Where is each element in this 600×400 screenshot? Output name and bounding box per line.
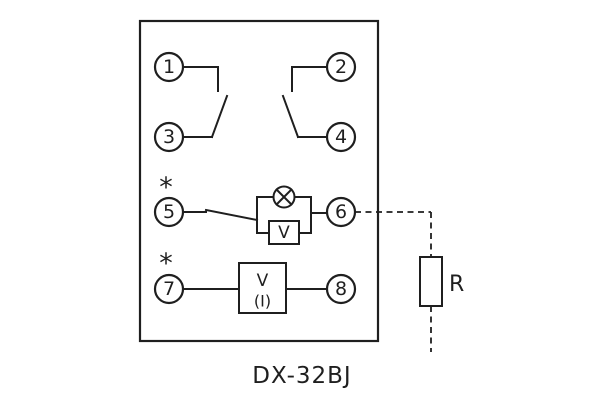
terminal-8-circle <box>325 273 357 305</box>
meter-branch: V (I) <box>182 262 328 314</box>
polarity-mark-terminal-5: * <box>159 172 173 203</box>
voltage-coil-label: V <box>278 223 290 243</box>
voltage-coil-box: V <box>268 220 300 245</box>
terminal-4: 4 <box>325 121 357 153</box>
terminal-1-label: 1 <box>163 56 175 78</box>
lamp-icon <box>272 185 296 209</box>
terminal-6-circle <box>325 196 357 228</box>
terminal-6-label: 6 <box>335 201 347 223</box>
relay-outline <box>138 19 380 343</box>
terminal-2-circle <box>325 51 357 83</box>
contact-blade-5 <box>204 208 259 222</box>
terminal-7-circle <box>153 273 185 305</box>
terminal-5-circle <box>153 196 185 228</box>
contact-blade-2-4 <box>281 94 300 139</box>
terminal-5-label: 5 <box>163 201 175 223</box>
terminal-3-circle <box>153 121 185 153</box>
terminal-6: 6 <box>325 196 357 228</box>
terminal-2-label: 2 <box>335 56 347 78</box>
contact-2-4 <box>281 66 328 139</box>
resistor-label: R <box>449 272 464 297</box>
fixed-contact-wire-1 <box>182 66 219 92</box>
terminal-7: 7 <box>153 273 185 305</box>
voltage-coil-rect <box>268 220 300 245</box>
terminal-3-label: 3 <box>163 126 175 148</box>
terminal-8: 8 <box>325 273 357 305</box>
lamp-cross-line <box>275 188 293 206</box>
terminal-5: 5 <box>153 196 185 228</box>
contact-1-3 <box>182 66 229 139</box>
terminal-1: 1 <box>153 51 185 83</box>
signal-unit-branch: V <box>182 185 328 245</box>
terminal-4-circle <box>325 121 357 153</box>
external-resistor-branch: R <box>355 211 464 352</box>
terminal-8-label: 8 <box>335 278 347 300</box>
resistor-symbol <box>419 256 443 307</box>
terminal-3: 3 <box>153 121 185 153</box>
terminal-2: 2 <box>325 51 357 83</box>
diagram-caption: DX-32BJ <box>252 363 351 389</box>
terminal-4-label: 4 <box>335 126 347 148</box>
terminal-7-label: 7 <box>163 278 175 300</box>
fixed-contact-wire-2 <box>291 66 328 92</box>
contact-blade-1-3 <box>210 94 229 139</box>
meter-box-label-v: V <box>257 271 269 291</box>
terminal-1-circle <box>153 51 185 83</box>
meter-box-label-i: (I) <box>254 292 271 311</box>
polarity-mark-terminal-7: * <box>159 248 173 279</box>
